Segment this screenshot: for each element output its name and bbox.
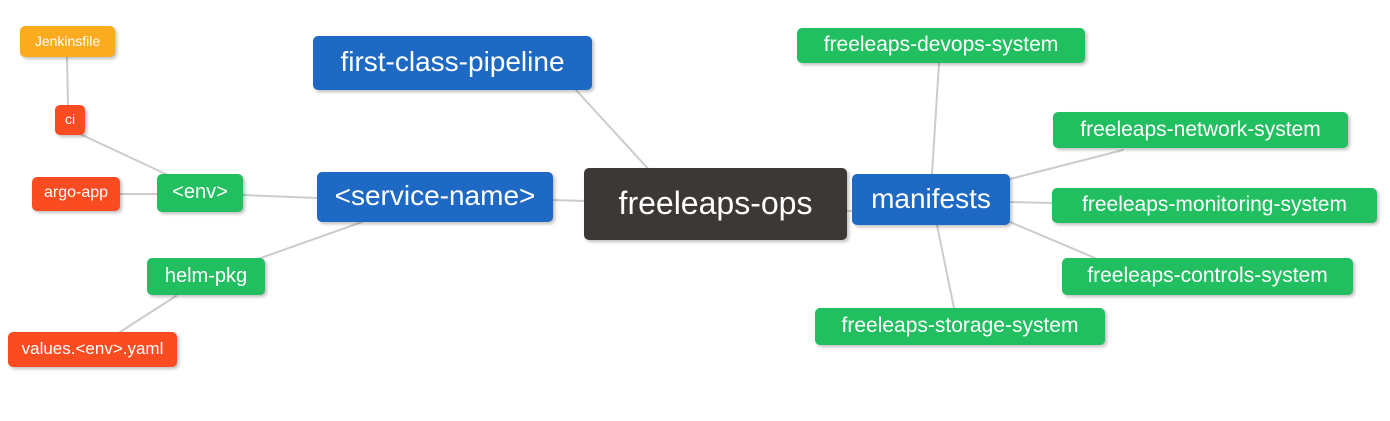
node-freeleaps-network-system[interactable]: freeleaps-network-system xyxy=(1053,112,1348,148)
node-freeleaps-controls-system[interactable]: freeleaps-controls-system xyxy=(1062,258,1353,295)
node-label: Jenkinsfile xyxy=(34,32,101,49)
node-values-env-yaml[interactable]: values.<env>.yaml xyxy=(8,332,177,367)
node-freeleaps-storage-system[interactable]: freeleaps-storage-system xyxy=(815,308,1105,345)
edge-ci-to-env xyxy=(79,133,171,177)
edge-values-env-yaml-to-helm-pkg xyxy=(119,295,177,333)
node-env[interactable]: <env> xyxy=(157,174,243,212)
node-label: manifests xyxy=(871,182,991,214)
edge-manifests-to-freeleaps-network-system xyxy=(1009,149,1124,180)
node-label: freeleaps-monitoring-system xyxy=(1082,193,1347,216)
node-label: freeleaps-devops-system xyxy=(823,33,1059,56)
node-freeleaps-ops[interactable]: freeleaps-ops xyxy=(584,168,847,240)
node-freeleaps-devops-system[interactable]: freeleaps-devops-system xyxy=(797,28,1085,63)
edge-first-class-pipeline-to-freeleaps-ops xyxy=(575,89,653,174)
node-freeleaps-monitoring-system[interactable]: freeleaps-monitoring-system xyxy=(1052,188,1377,223)
node-manifests[interactable]: manifests xyxy=(852,174,1010,225)
node-ci[interactable]: ci xyxy=(55,105,85,135)
node-label: <env> xyxy=(172,181,228,203)
edge-jenkinsfile-to-ci xyxy=(66,56,69,106)
node-label: freeleaps-network-system xyxy=(1080,117,1321,141)
edge-manifests-to-freeleaps-devops-system xyxy=(931,62,940,175)
node-label: first-class-pipeline xyxy=(340,46,565,77)
edge-manifests-to-freeleaps-storage-system xyxy=(936,224,955,309)
node-label: freeleaps-controls-system xyxy=(1087,264,1328,287)
node-label: values.<env>.yaml xyxy=(21,339,164,358)
node-jenkinsfile[interactable]: Jenkinsfile xyxy=(20,26,115,57)
node-first-class-pipeline[interactable]: first-class-pipeline xyxy=(313,36,592,90)
node-label: <service-name> xyxy=(334,180,536,211)
node-argo-app[interactable]: argo-app xyxy=(32,177,120,211)
edge-env-to-service-name xyxy=(242,194,318,199)
node-label: freeleaps-ops xyxy=(618,185,813,221)
node-label: freeleaps-storage-system xyxy=(841,314,1079,337)
node-helm-pkg[interactable]: helm-pkg xyxy=(147,258,265,295)
node-label: helm-pkg xyxy=(164,264,248,287)
edge-manifests-to-freeleaps-controls-system xyxy=(1009,221,1096,259)
node-service-name[interactable]: <service-name> xyxy=(317,172,553,222)
node-label: ci xyxy=(64,111,76,127)
edge-service-name-to-freeleaps-ops xyxy=(552,199,585,202)
node-label: argo-app xyxy=(43,184,109,201)
edge-helm-pkg-to-service-name xyxy=(257,221,363,260)
edge-manifests-to-freeleaps-monitoring-system xyxy=(1009,201,1053,204)
